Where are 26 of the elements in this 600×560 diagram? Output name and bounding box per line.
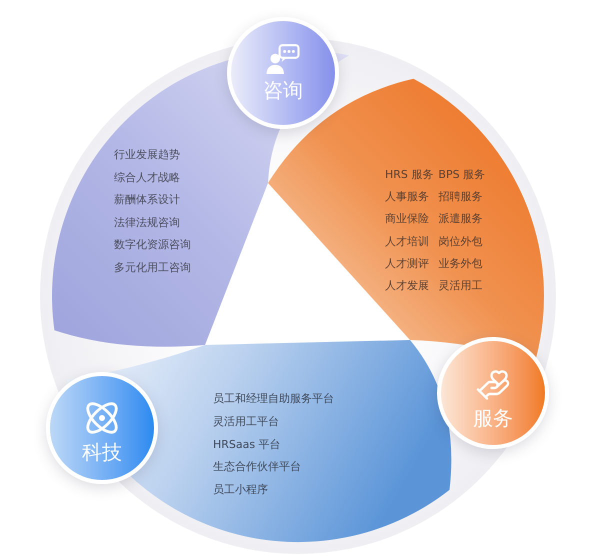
list-item: 法律法规咨询 (114, 214, 181, 231)
list-item: 业务外包 (438, 256, 484, 272)
list-item: 员工和经理自助服务平台 (213, 391, 334, 407)
list-item: 员工小程序 (213, 482, 269, 498)
circle-label: 服务 (473, 406, 513, 430)
list-item: 数字化资源咨询 (114, 237, 191, 254)
list-item: 人事服务 (385, 189, 430, 206)
list-item: 人才测评 (385, 256, 430, 272)
list-item: 多元化用工咨询 (114, 260, 191, 276)
list-item: 派遣服务 (438, 211, 484, 228)
list-item: 人才培训 (385, 234, 430, 250)
list-item: 行业发展趋势 (114, 147, 181, 163)
list-item: 综合人才战略 (114, 170, 181, 186)
circle-label: 科技 (82, 440, 122, 464)
list-item: 商业保险 (385, 211, 430, 228)
list-item: 招聘服务 (438, 189, 484, 206)
list-item: 灵活用工平台 (213, 414, 280, 430)
list-item: HRS 服务 (385, 167, 434, 183)
list-item: 生态合作伙伴平台 (213, 459, 302, 476)
list-item: HRSaas 平台 (213, 436, 282, 453)
list-item: 人才发展 (385, 278, 430, 294)
list-item: 岗位外包 (438, 234, 484, 250)
list-item: 薪酬体系设计 (114, 192, 181, 208)
list-item: 灵活用工 (438, 278, 484, 294)
circle-label: 咨询 (263, 78, 303, 102)
list-item: BPS 服务 (438, 167, 486, 183)
